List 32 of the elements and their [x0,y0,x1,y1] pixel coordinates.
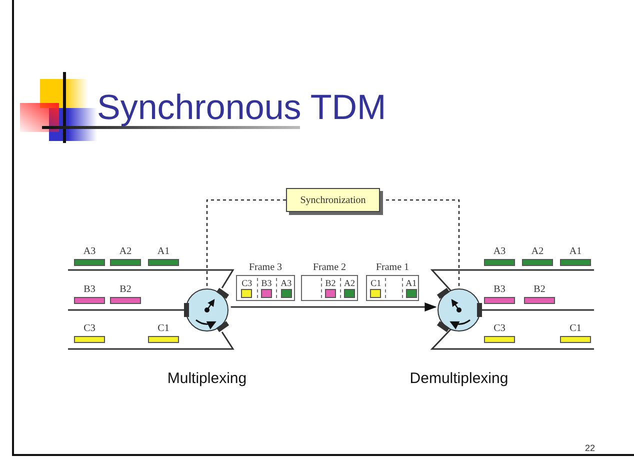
unit-label: A3 [83,246,96,257]
unit-label: B2 [120,284,132,295]
slot-label: B3 [261,278,272,288]
unit-label: C3 [494,323,506,334]
switch-caption: Multiplexing [166,370,248,387]
unit-label: C1 [570,323,582,334]
unit-label: A1 [569,246,582,257]
frame-label: Frame 3 [248,262,284,273]
process-box [286,188,380,212]
slot-label: C1 [370,278,382,288]
slot-label: B2 [325,278,336,288]
slide-title: Synchronous TDM [97,88,386,128]
unit-label: C3 [84,323,96,334]
unit-label: C1 [158,323,170,334]
slot-label: A1 [406,278,417,288]
page-number: 22 [585,443,596,453]
slot-label: A2 [344,278,355,288]
switch-caption: Demultiplexing [408,370,510,387]
frame-label: Frame 2 [312,262,348,273]
unit-label: B3 [494,284,506,295]
box-label: Synchronization [300,194,366,206]
slot-label: C3 [242,278,252,288]
dashed-connector [206,199,286,286]
unit-label: A2 [531,246,544,257]
slot-label: A3 [280,278,292,288]
arrow [230,302,437,312]
frame-label: Frame 1 [374,262,410,273]
unit-label: A1 [157,246,170,257]
unit-label: B2 [534,284,546,295]
unit-label: B3 [84,284,96,295]
unit-label: A2 [119,246,132,257]
unit-label: A3 [493,246,506,257]
